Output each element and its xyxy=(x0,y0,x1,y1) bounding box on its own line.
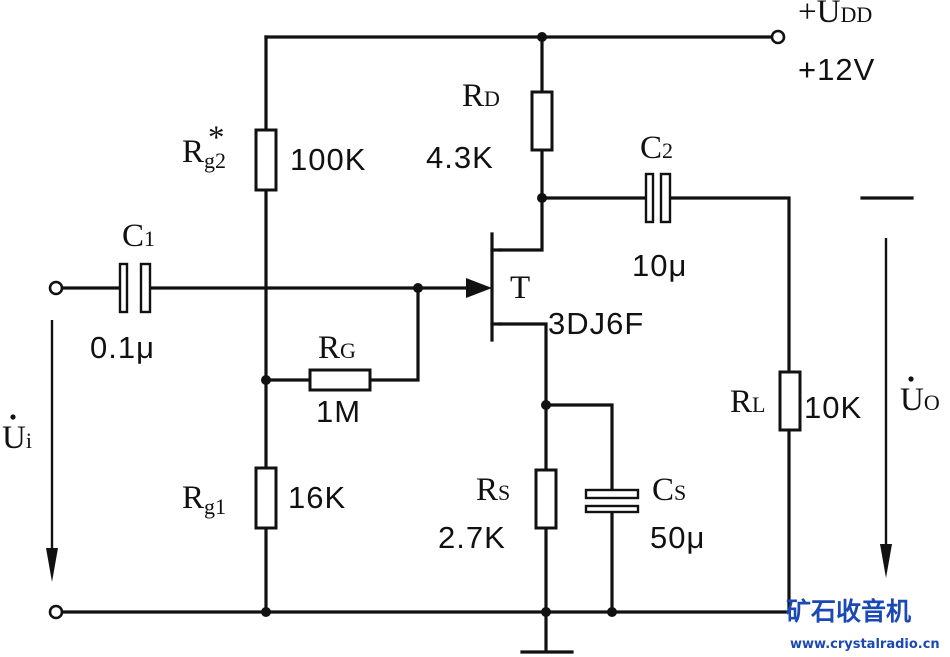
input-terminal xyxy=(48,280,64,296)
junction-dot xyxy=(537,193,547,203)
rg1-value: 16K xyxy=(288,480,346,515)
c2-capacitor xyxy=(644,172,672,224)
output-voltage-arrow xyxy=(880,238,892,578)
rg-wire-right xyxy=(368,286,420,382)
wires xyxy=(60,35,791,654)
watermark-name: 矿石收音机 xyxy=(786,597,911,626)
c1-value: 0.1μ xyxy=(90,330,155,365)
source-wire-top xyxy=(498,322,548,472)
c2-label: C2 xyxy=(640,130,673,166)
rg-value: 1M xyxy=(316,394,361,429)
junction-dot xyxy=(413,283,423,293)
supply-label: +UDD xyxy=(798,0,872,30)
rl-resistor xyxy=(778,370,802,432)
junction-dot xyxy=(541,607,551,617)
junction-dot xyxy=(607,607,617,617)
jfet-transistor xyxy=(466,232,502,342)
supply-terminal xyxy=(770,29,786,45)
rg2-label: Rg2 xyxy=(182,134,226,173)
input-phasor-dot-icon xyxy=(10,414,16,420)
c2-value: 10μ xyxy=(632,248,687,283)
rg2-star: * xyxy=(208,120,225,156)
c2-wire-right xyxy=(666,196,791,374)
junction-dot xyxy=(541,400,551,410)
rg1-label: Rg1 xyxy=(182,480,226,519)
rs-resistor xyxy=(534,468,558,530)
ground-terminal xyxy=(48,604,64,620)
output-phasor-dot-icon xyxy=(908,376,914,382)
rg1-resistor xyxy=(254,466,278,530)
rs-label: RS xyxy=(476,472,510,508)
transistor-label: T xyxy=(510,270,530,306)
cs-label: CS xyxy=(652,472,686,508)
rd-resistor xyxy=(530,90,554,152)
rg2-value: 100K xyxy=(290,142,366,177)
gate-arrow-icon xyxy=(466,278,492,298)
rs-value: 2.7K xyxy=(438,520,506,555)
rl-label: RL xyxy=(730,384,765,420)
cs-value: 50μ xyxy=(650,520,705,555)
supply-voltage: +12V xyxy=(798,52,875,87)
input-voltage-label: Ui xyxy=(2,420,32,456)
cs-capacitor xyxy=(584,488,640,514)
transistor-model: 3DJ6F xyxy=(548,306,644,341)
input-voltage-arrow xyxy=(46,320,58,582)
rg-label: RG xyxy=(318,330,356,366)
rg2-resistor xyxy=(254,128,278,192)
c1-label: C1 xyxy=(122,218,155,254)
junction-dot xyxy=(261,375,271,385)
junction-dot xyxy=(261,607,271,617)
rd-label: RD xyxy=(462,78,500,114)
c1-capacitor xyxy=(118,262,152,314)
drain-wire-mid xyxy=(498,148,544,252)
watermark-url: www.crystalradio.cn xyxy=(790,637,940,652)
output-voltage-label: UO xyxy=(900,382,940,418)
junction-dot xyxy=(537,32,547,42)
rl-value: 10K xyxy=(804,390,862,425)
rg-resistor xyxy=(308,368,372,392)
rd-value: 4.3K xyxy=(426,140,494,175)
cs-wire-top xyxy=(544,403,614,494)
